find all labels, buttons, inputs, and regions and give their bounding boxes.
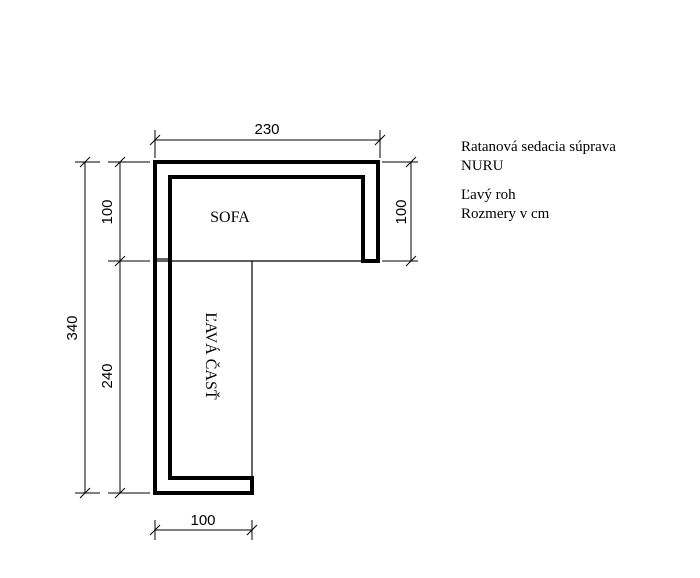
dimension-top (149, 130, 386, 158)
sofa-outer-border (153, 160, 380, 495)
dimension-right-label: 100 (393, 199, 410, 224)
left-part-label: ĽAVÁ ČASŤ (202, 312, 221, 400)
corner-orientation: Ľavý roh (461, 187, 516, 203)
dimension-right (382, 156, 418, 267)
sofa-label: SOFA (210, 209, 250, 226)
dimension-left-total-label: 340 (64, 315, 81, 340)
dimension-left-chain (108, 156, 150, 499)
sofa-outline (153, 160, 380, 495)
product-title: Ratanová sedacia súprava (461, 139, 616, 155)
product-name: NURU (461, 158, 504, 174)
dimension-top-label: 230 (254, 121, 279, 138)
dimension-bottom-label: 100 (190, 512, 215, 529)
dimension-left-total (75, 156, 100, 499)
dimension-left-lower-label: 240 (99, 363, 116, 388)
units-note: Rozmery v cm (461, 206, 550, 222)
dimension-left-upper-label: 100 (99, 199, 116, 224)
dimension-bottom (149, 520, 258, 540)
